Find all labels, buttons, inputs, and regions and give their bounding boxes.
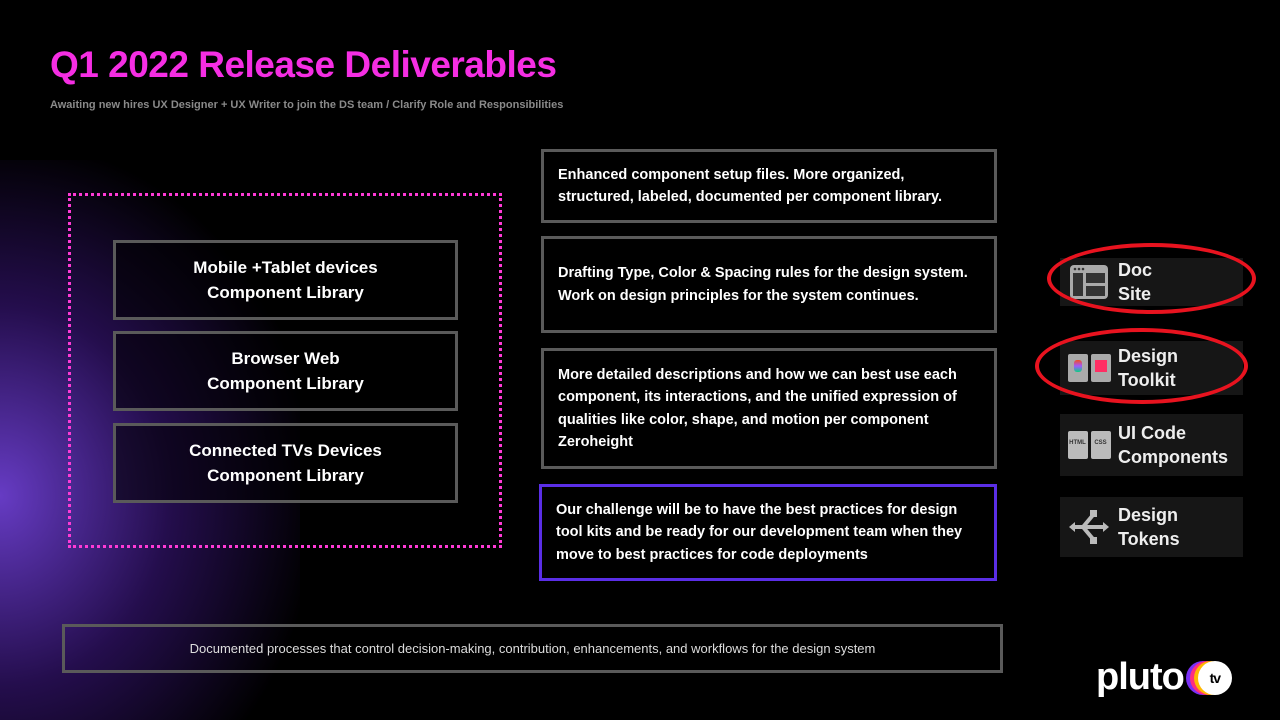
card-label: Components (1118, 447, 1228, 467)
tokens-icon (1066, 507, 1112, 547)
logo-tv-badge: tv (1197, 660, 1232, 695)
library-subtitle: Component Library (207, 374, 364, 393)
css-file-icon: CSS (1090, 431, 1111, 459)
html-file-icon: HTML (1067, 431, 1088, 459)
deliverable-text: Drafting Type, Color & Spacing rules for… (558, 265, 968, 304)
deliverable-box: More detailed descriptions and how we ca… (541, 348, 997, 469)
library-group-outline (68, 193, 502, 548)
page-subtitle: Awaiting new hires UX Designer + UX Writ… (50, 99, 564, 111)
challenge-text: Our challenge will be to have the best p… (556, 501, 963, 563)
library-title: Mobile +Tablet devices (193, 258, 378, 277)
highlight-circle (1035, 328, 1248, 404)
processes-text: Documented processes that control decisi… (189, 641, 876, 656)
library-subtitle: Component Library (207, 283, 364, 302)
highlight-circle (1047, 243, 1256, 314)
processes-box: Documented processes that control decisi… (62, 624, 1003, 673)
library-title: Browser Web (231, 349, 340, 368)
card-label: Design (1118, 505, 1179, 525)
deliverable-text: Enhanced component setup files. More org… (558, 166, 943, 206)
library-subtitle: Component Library (207, 466, 364, 485)
page-title: Q1 2022 Release Deliverables (50, 44, 557, 85)
card-label: UI Code (1118, 423, 1187, 443)
deliverable-text: More detailed descriptions and how we ca… (558, 366, 957, 451)
challenge-box: Our challenge will be to have the best p… (539, 484, 997, 581)
deliverable-box: Drafting Type, Color & Spacing rules for… (541, 236, 997, 333)
card-label: Tokens (1118, 529, 1180, 549)
logo-text: pluto (1096, 656, 1185, 698)
deliverable-box: Enhanced component setup files. More org… (541, 149, 997, 223)
library-title: Connected TVs Devices (189, 441, 382, 460)
